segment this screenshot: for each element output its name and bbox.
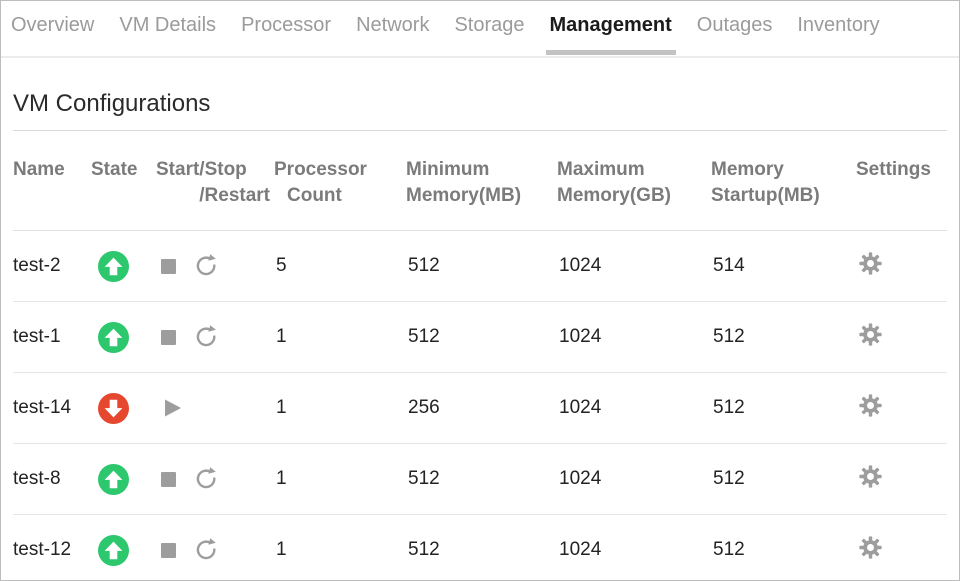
restart-button[interactable]	[194, 467, 218, 491]
state-cell	[91, 250, 156, 282]
col-header-name: Name	[13, 159, 65, 180]
vm-name: test-2	[13, 255, 61, 276]
stop-button[interactable]	[161, 329, 176, 345]
memory-startup: 512	[713, 539, 745, 560]
settings-gear-icon[interactable]	[858, 464, 883, 489]
page-title: VM Configurations	[13, 90, 211, 117]
memory-startup: 512	[713, 326, 745, 347]
table-row: test-8	[13, 444, 947, 515]
actions-cell	[156, 325, 274, 349]
vm-name: test-8	[13, 468, 61, 489]
table-header-row: Name State Start/Stop /Restart Processor…	[13, 131, 947, 231]
content-area: VM Configurations Name State Start/Stop …	[1, 89, 959, 580]
table-row: test-12	[13, 515, 949, 580]
settings-cell	[856, 251, 949, 282]
actions-cell	[156, 467, 274, 491]
col-header-state: State	[91, 159, 138, 180]
vm-name: test-12	[13, 539, 72, 560]
settings-cell	[856, 535, 949, 566]
col-header-processor-count: Processor Count	[274, 159, 367, 206]
vm-name: test-14	[13, 397, 72, 418]
actions-cell	[156, 254, 274, 278]
state-down-icon	[98, 392, 156, 424]
table-row: test-14	[13, 373, 947, 444]
tab-processor[interactable]: Processor	[241, 14, 332, 36]
tab-outages[interactable]: Outages	[696, 14, 773, 36]
settings-cell	[856, 322, 949, 353]
state-cell	[91, 392, 156, 424]
tab-management[interactable]: Management	[545, 1, 677, 56]
max-memory: 1024	[559, 255, 602, 276]
stop-button[interactable]	[161, 258, 176, 274]
restart-button[interactable]	[194, 538, 218, 562]
processor-count: 1	[276, 326, 287, 347]
settings-gear-icon[interactable]	[858, 322, 883, 347]
processor-count: 5	[276, 255, 287, 276]
settings-gear-icon[interactable]	[858, 535, 883, 560]
settings-cell	[856, 464, 949, 495]
max-memory: 1024	[559, 326, 602, 347]
max-memory: 1024	[559, 397, 602, 418]
min-memory: 512	[408, 468, 440, 489]
min-memory: 512	[408, 326, 440, 347]
state-up-icon	[98, 250, 156, 282]
state-cell	[91, 534, 156, 566]
state-up-icon	[98, 534, 156, 566]
col-header-memory-startup: Memory Startup(MB)	[711, 159, 820, 206]
actions-cell	[156, 397, 274, 419]
tab-bar: Overview VM Details Processor Network St…	[1, 1, 959, 58]
col-header-settings: Settings	[856, 159, 931, 180]
tab-inventory[interactable]: Inventory	[797, 14, 880, 36]
tab-vm-details[interactable]: VM Details	[119, 14, 217, 36]
processor-count: 1	[276, 468, 287, 489]
title-divider	[13, 130, 947, 131]
max-memory: 1024	[559, 468, 602, 489]
max-memory: 1024	[559, 539, 602, 560]
min-memory: 512	[408, 255, 440, 276]
start-button[interactable]	[161, 397, 183, 419]
state-up-icon	[98, 321, 156, 353]
state-up-icon	[98, 463, 156, 495]
stop-button[interactable]	[161, 542, 176, 558]
memory-startup: 512	[713, 397, 745, 418]
stop-button[interactable]	[161, 471, 176, 487]
state-cell	[91, 321, 156, 353]
table-body: test-2	[13, 231, 949, 580]
memory-startup: 512	[713, 468, 745, 489]
state-cell	[91, 463, 156, 495]
restart-button[interactable]	[194, 325, 218, 349]
settings-cell	[856, 393, 949, 424]
min-memory: 256	[408, 397, 440, 418]
actions-cell	[156, 538, 274, 562]
tab-overview[interactable]: Overview	[11, 14, 95, 36]
processor-count: 1	[276, 397, 287, 418]
col-header-maximum-memory: Maximum Memory(GB)	[557, 159, 672, 206]
settings-gear-icon[interactable]	[858, 251, 883, 276]
tab-storage[interactable]: Storage	[454, 14, 525, 36]
table-row: test-1	[13, 302, 947, 373]
settings-gear-icon[interactable]	[858, 393, 883, 418]
col-header-minimum-memory: Minimum Memory(MB)	[406, 159, 522, 206]
vm-name: test-1	[13, 326, 61, 347]
table-row: test-2	[13, 231, 947, 302]
tab-network[interactable]: Network	[356, 14, 430, 36]
min-memory: 512	[408, 539, 440, 560]
col-header-start-stop-restart: Start/Stop /Restart	[156, 159, 270, 206]
restart-button[interactable]	[194, 254, 218, 278]
processor-count: 1	[276, 539, 287, 560]
memory-startup: 514	[713, 255, 745, 276]
